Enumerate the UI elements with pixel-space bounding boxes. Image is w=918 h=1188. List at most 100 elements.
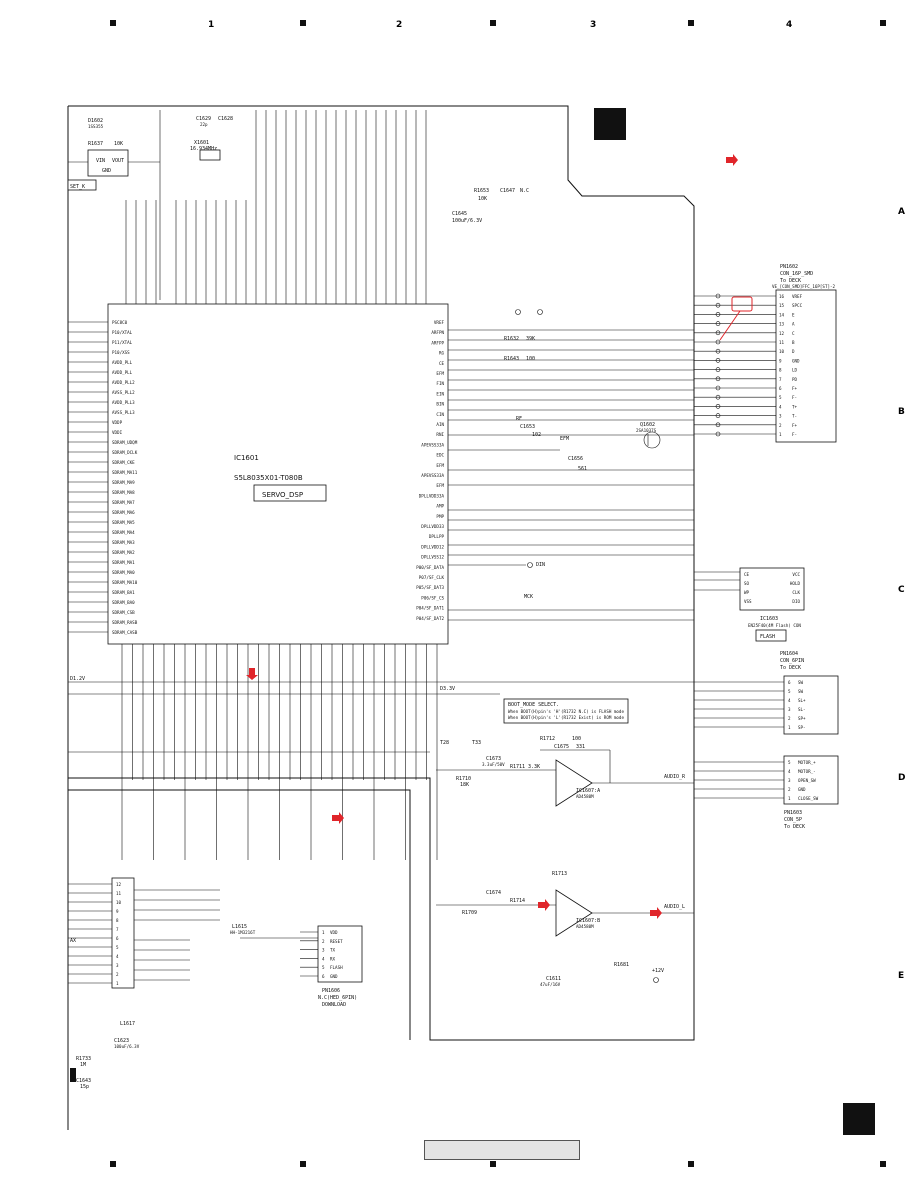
pn1602-pin: F- xyxy=(792,395,797,400)
ic1601-right-pin: EIN xyxy=(436,391,444,396)
ic1601-left-pin: SDRAM_CASB xyxy=(112,630,138,635)
pn1606-pin: VDD xyxy=(330,930,338,935)
ic1601-left-pin: AVDD_PLL2 xyxy=(112,380,135,385)
svg-text:MCK: MCK xyxy=(524,594,533,600)
red-arrow xyxy=(650,907,662,919)
ruler-num-1: 1 xyxy=(208,20,214,30)
svg-text:15p: 15p xyxy=(80,1084,89,1090)
svg-text:C1673: C1673 xyxy=(486,756,501,762)
pn1602-pin-num: 11 xyxy=(779,340,785,345)
svg-text:IC1607:A: IC1607:A xyxy=(576,788,600,794)
pn1602-pin-num: 1 xyxy=(779,432,782,437)
ic1601-right-pin: APEVSS33A xyxy=(421,442,444,447)
pn1602-pin: T- xyxy=(792,414,797,419)
pn1602-pin: T+ xyxy=(792,404,798,409)
svg-text:R1643: R1643 xyxy=(504,356,519,362)
ic1601-left-pin: VDDI xyxy=(112,430,123,435)
page-letter-top xyxy=(594,108,626,140)
pn1606-pin-num: 2 xyxy=(322,939,325,944)
svg-text:PN1606: PN1606 xyxy=(322,988,340,994)
svg-text:1SS355: 1SS355 xyxy=(88,124,104,129)
ic1601-right-pin: PMP xyxy=(436,514,444,519)
pn1604-pin: SP+ xyxy=(798,716,806,721)
ic1601-left-pin: SDRAM_DCLK xyxy=(112,450,138,455)
pn1602-pin-num: 7 xyxy=(779,377,782,382)
ic1601-left-pin: AVSS_PLL3 xyxy=(112,410,135,415)
transistor-q1602: Q1602 2SA1037S xyxy=(636,422,661,449)
ic1601-left-pin: SDRAM_MA9 xyxy=(112,480,135,485)
pn1604-pin: SL- xyxy=(798,707,806,712)
pn1606-pin: FLASH xyxy=(330,965,343,970)
ruler-num-4: 4 xyxy=(786,20,792,30)
pn1606-pin-num: 1 xyxy=(322,930,325,935)
ic1601-left-pin: SDRAM_MA1 xyxy=(112,560,135,565)
svg-text:To DECK: To DECK xyxy=(784,824,805,830)
ic1601-left-pin: SDRAM_MA5 xyxy=(112,520,135,525)
svg-text:AX: AX xyxy=(70,938,76,944)
ruler-letter-d: D xyxy=(898,773,905,783)
lowleft-pin-num: 9 xyxy=(116,909,119,914)
lowleft-pin-num: 12 xyxy=(116,882,122,887)
pn1602-pin: D xyxy=(792,349,795,354)
svg-text:18K: 18K xyxy=(460,782,469,788)
ic1603-pin: SO xyxy=(744,581,750,586)
ic1601-left-pin: P11/XTAL xyxy=(112,340,133,345)
ruler-side: A B C D E xyxy=(898,207,905,981)
ic1601-right-pin: P04/SF_DAT2 xyxy=(416,616,444,621)
svg-text:R1632: R1632 xyxy=(504,336,519,342)
svg-text:DOWNLOAD: DOWNLOAD xyxy=(322,1002,346,1008)
svg-text:10K: 10K xyxy=(114,141,123,147)
svg-text:10K: 10K xyxy=(478,196,487,202)
pn1602-pin-num: 12 xyxy=(779,331,785,336)
ic1601-left-pin: AVDD_PLL xyxy=(112,370,133,375)
pn1602-pin-num: 13 xyxy=(779,322,785,327)
svg-text:VOUT: VOUT xyxy=(112,158,124,164)
lowleft-pin-num: 2 xyxy=(116,972,119,977)
svg-text:When BOOT(H)pin's 'H'(R1732 N.: When BOOT(H)pin's 'H'(R1732 N.C) is FLAS… xyxy=(508,709,624,714)
ic1601-left-pin: SDRAM_MA10 xyxy=(112,580,138,585)
ic1601-right-pin: RG xyxy=(439,351,445,356)
ic1601-right-pin: P06/SF_CS xyxy=(421,595,444,600)
pn1602-pin-num: 8 xyxy=(779,368,782,373)
pn1604-pin: SW xyxy=(798,689,804,694)
pn1602-pin: SPCC xyxy=(792,303,803,308)
ic1601-right-pin: BIN xyxy=(436,402,444,407)
svg-text:L1617: L1617 xyxy=(120,1021,135,1027)
red-arrow xyxy=(332,812,344,824)
red-arrows xyxy=(246,154,738,919)
pn1606-pin: TX xyxy=(330,948,336,953)
ic1601-left-pin: SDRAM_BA1 xyxy=(112,590,135,595)
pn1606-pin-num: 5 xyxy=(322,965,325,970)
svg-text:X1601: X1601 xyxy=(194,140,209,146)
ic1601-right-pin: AMP xyxy=(436,504,444,509)
svg-text:IC1603: IC1603 xyxy=(760,616,778,622)
ic1601-left-pin: P10/XTAL xyxy=(112,330,133,335)
board-outline-top xyxy=(68,105,695,1041)
svg-text:When BOOT(H)pin's 'L'(R1732 Ex: When BOOT(H)pin's 'L'(R1732 Exist) is RO… xyxy=(508,715,624,720)
svg-text:1M: 1M xyxy=(80,1062,86,1068)
ic1603-pin: VCC xyxy=(792,572,800,577)
ruler-bottom xyxy=(110,1161,886,1167)
ic1601-ref: IC1601 xyxy=(234,454,259,462)
ic1601-right-pin: DPLLVDD12 xyxy=(421,544,444,549)
lowleft-pin-num: 5 xyxy=(116,945,119,950)
svg-text:100: 100 xyxy=(572,736,581,742)
svg-text:CON_6PIN: CON_6PIN xyxy=(780,658,804,664)
crystal-x1601: X1601 16.934MHz C1629 C1628 22p xyxy=(190,116,233,161)
svg-text:3.3K: 3.3K xyxy=(528,764,540,770)
pn1602-pin: GND xyxy=(792,358,800,363)
ic1601-left-pin: AVDD_PLL3 xyxy=(112,400,135,405)
opamp-ic1607a: IC1607:A AD4580M R1712 100 C1675 331 C16… xyxy=(436,736,694,807)
pn1602-pin: A xyxy=(792,322,795,327)
ic1601-left-pin: SDRAM_MA4 xyxy=(112,530,135,535)
ic1601-right-pin: EFM xyxy=(436,371,444,376)
pn1604-pin: SL+ xyxy=(798,698,806,703)
ic1601-right-pin: ARFPN xyxy=(431,330,444,335)
svg-text:HH-1M3216T: HH-1M3216T xyxy=(230,930,256,935)
svg-text:D3.3V: D3.3V xyxy=(440,686,455,692)
ic1601-right-pin: VREF xyxy=(434,320,445,325)
pn1602-pin-num: 5 xyxy=(779,395,782,400)
